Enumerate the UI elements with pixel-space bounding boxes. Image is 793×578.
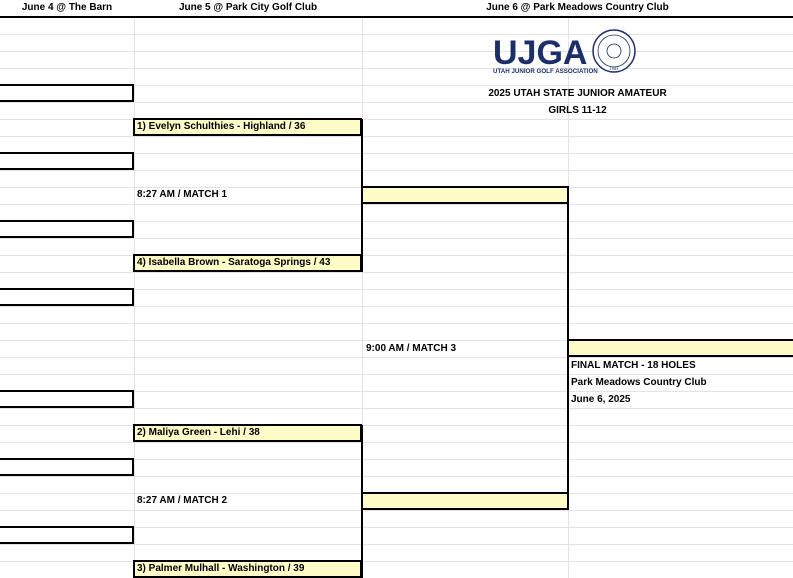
grid-row-line [0, 170, 793, 171]
round1-slot[interactable] [0, 152, 134, 170]
grid-row-line [0, 102, 793, 103]
grid-row-line [0, 221, 793, 222]
round1-slot[interactable] [0, 84, 134, 102]
grid-row-line [0, 238, 793, 239]
grid-row-line [0, 544, 793, 545]
grid-row-line [0, 476, 793, 477]
grid-row-line [0, 136, 793, 137]
grid-row-line [0, 34, 793, 35]
grid-row-line [0, 374, 793, 375]
round1-slot[interactable] [0, 458, 134, 476]
grid-row-line [0, 391, 793, 392]
event-title: 2025 UTAH STATE JUNIOR AMATEUR [488, 88, 667, 99]
ujga-logo: UJGA 1984 UTAH JUNIOR GOLF ASSOCIATION [491, 26, 641, 76]
grid-row-line [0, 153, 793, 154]
grid-row-line [0, 68, 793, 69]
player-slot[interactable]: 3) Palmer Mulhall - Washington / 39 [133, 560, 362, 578]
logo-tagline: UTAH JUNIOR GOLF ASSOCIATION [493, 68, 598, 75]
grid-row-line [0, 561, 793, 562]
grid-row-line [0, 51, 793, 52]
grid-row-line [0, 340, 793, 341]
player-slot[interactable]: 4) Isabella Brown - Saratoga Springs / 4… [133, 254, 362, 272]
grid-row-line [0, 357, 793, 358]
grid-row-line [0, 527, 793, 528]
logo-wordmark: UJGA [493, 34, 587, 72]
grid-row-line [0, 425, 793, 426]
match-1-label: 8:27 AM / MATCH 1 [137, 189, 228, 200]
grid-row-line [0, 289, 793, 290]
round1-slot[interactable] [0, 288, 134, 306]
grid-row-line [0, 510, 793, 511]
logo-year: 1984 [610, 66, 620, 71]
semifinal-slot[interactable] [361, 492, 569, 510]
grid-row-line [0, 85, 793, 86]
grid-row-line [0, 323, 793, 324]
grid-row-line [0, 204, 793, 205]
match-2-label: 8:27 AM / MATCH 2 [137, 495, 228, 506]
grid-col-line [362, 0, 363, 578]
round1-slot[interactable] [0, 526, 134, 544]
header-june-4: June 4 @ The Barn [0, 0, 135, 18]
player-slot[interactable]: 1) Evelyn Schulthies - Highland / 36 [133, 118, 362, 136]
grid-row-line [0, 459, 793, 460]
grid-row-line [0, 119, 793, 120]
grid-row-line [0, 442, 793, 443]
final-date: June 6, 2025 [571, 394, 631, 405]
final-title: FINAL MATCH - 18 HOLES [571, 360, 696, 371]
final-slot[interactable] [567, 339, 793, 357]
match-3-label: 9:00 AM / MATCH 3 [366, 343, 457, 354]
grid-row-line [0, 408, 793, 409]
round1-slot[interactable] [0, 390, 134, 408]
header-june-6: June 6 @ Park Meadows Country Club [362, 0, 793, 18]
header-june-5: June 5 @ Park City Golf Club [134, 0, 363, 18]
round1-slot[interactable] [0, 220, 134, 238]
grid-col-line [134, 0, 135, 578]
semifinal-slot[interactable] [361, 186, 569, 204]
grid-row-line [0, 255, 793, 256]
player-slot[interactable]: 2) Maliya Green - Lehi / 38 [133, 424, 362, 442]
grid-row-line [0, 306, 793, 307]
event-division: GIRLS 11-12 [548, 105, 607, 116]
final-venue: Park Meadows Country Club [571, 377, 707, 388]
grid-row-line [0, 272, 793, 273]
